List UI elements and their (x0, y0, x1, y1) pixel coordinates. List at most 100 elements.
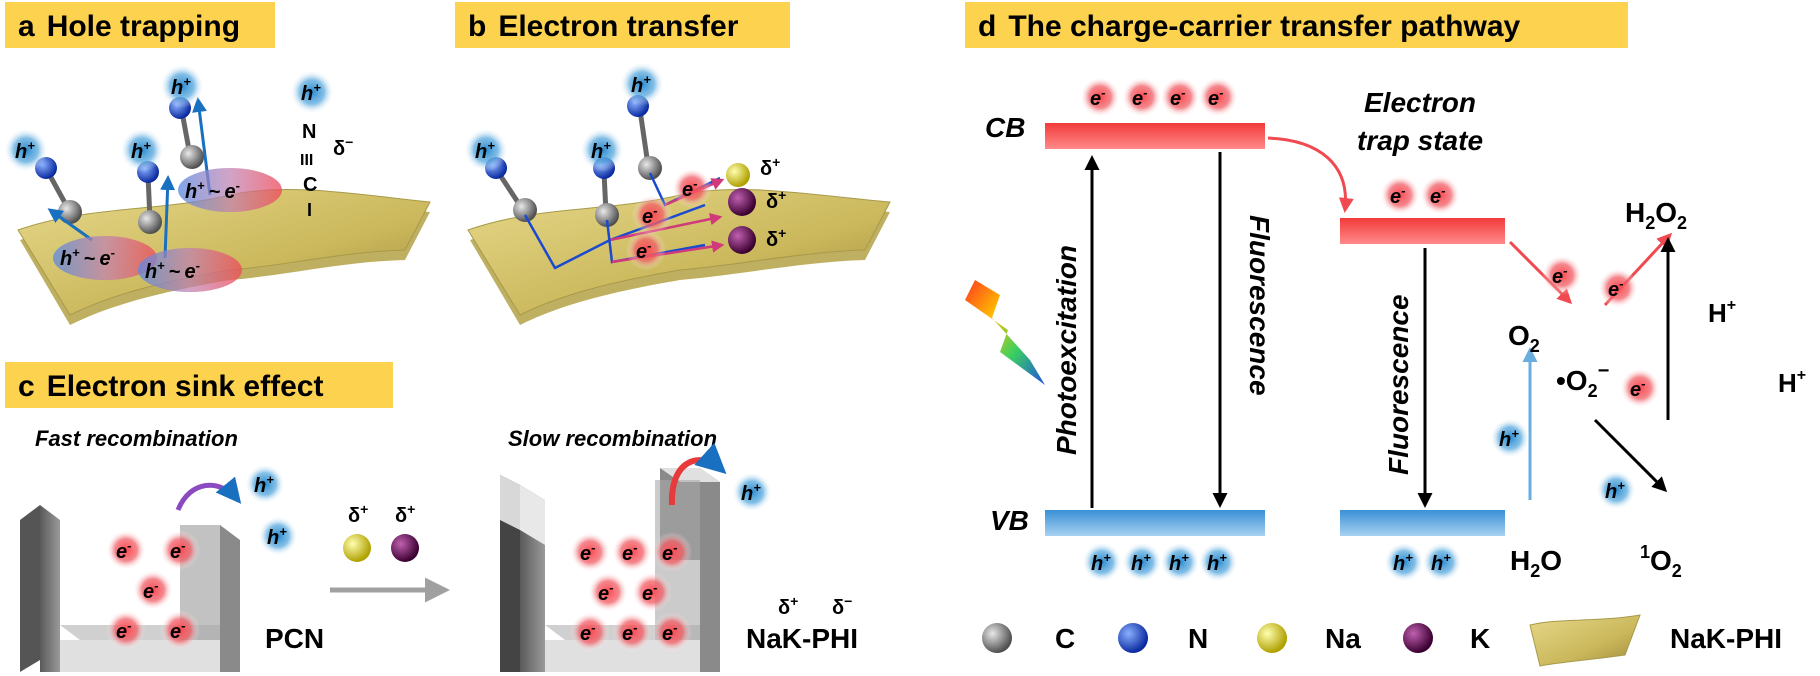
svg-text:δ+: δ+ (348, 501, 368, 527)
na-cation: δ+ (343, 501, 371, 562)
light-bolt-icon (965, 280, 1045, 385)
svg-text:δ−: δ− (832, 593, 852, 619)
svg-text:e-: e- (1608, 276, 1623, 301)
cb-label: CB (985, 112, 1025, 143)
electron: e- (1080, 77, 1120, 117)
svg-text:Na: Na (1325, 623, 1361, 654)
svg-text:h+: h+ (254, 472, 274, 497)
svg-text:e-: e- (622, 620, 637, 645)
svg-text:e-: e- (1430, 183, 1445, 208)
svg-text:h+: h+ (591, 138, 611, 163)
singlet-oxygen-label: 1O2 (1640, 542, 1682, 581)
svg-text:III: III (300, 152, 313, 169)
hole: h+ (580, 128, 624, 172)
svg-text:h+: h+ (15, 138, 35, 163)
electron: e- (672, 168, 712, 208)
h2o2-label: H2O2 (1625, 197, 1687, 233)
hole: h+ (4, 128, 48, 172)
hole: h+ (732, 472, 772, 512)
fluorescence-label: Fluorescence (1244, 215, 1275, 396)
electron: e- (626, 230, 666, 270)
trap-vb-band (1340, 510, 1505, 536)
legend-item-k: K (1403, 623, 1490, 654)
svg-text:h+: h+ (1499, 426, 1519, 451)
svg-text:δ−: δ− (333, 134, 353, 160)
photoexcitation-label: Photoexcitation (1051, 245, 1082, 455)
svg-text:C: C (1055, 623, 1075, 654)
svg-text:e-: e- (662, 540, 677, 565)
svg-text:h+: h+ (1393, 550, 1413, 575)
svg-text:h+: h+ (1131, 550, 1151, 575)
svg-text:h+: h+ (1605, 478, 1625, 503)
hole: h+ (1198, 542, 1238, 582)
svg-text:δ+: δ+ (760, 154, 780, 180)
svg-text:e-: e- (580, 620, 595, 645)
electron: e- (106, 530, 146, 570)
nakphi-label: δ+ δ− NaK-PHI (746, 593, 858, 654)
k-cation: δ+ (728, 187, 786, 216)
electron: e- (652, 612, 692, 652)
svg-text:e-: e- (580, 540, 595, 565)
svg-text:h+: h+ (1207, 550, 1227, 575)
cyano-group-label: N III C I δ− (300, 121, 353, 220)
cb-band (1045, 123, 1265, 149)
hole-transfer-arrow (160, 175, 176, 259)
hole: h+ (1160, 542, 1200, 582)
superoxide-label: •O2− (1556, 360, 1609, 401)
svg-text:h+: h+ (475, 138, 495, 163)
svg-text:NaK-PHI: NaK-PHI (746, 623, 858, 654)
exciton-pair: h+~e- (138, 248, 242, 292)
proton-label: H+ (1778, 367, 1806, 398)
svg-text:e-: e- (170, 538, 185, 563)
svg-text:e-: e- (636, 238, 651, 263)
trap-fluorescence-label: Fluorescence (1383, 294, 1414, 475)
svg-text:NaK-PHI: NaK-PHI (1670, 623, 1782, 654)
hole: h+ (1384, 542, 1424, 582)
electron: e- (612, 532, 652, 572)
fast-recombination-label: Fast recombination (35, 426, 238, 451)
hole: h+ (620, 62, 664, 106)
hole: h+ (464, 128, 508, 172)
electron: e- (652, 532, 692, 572)
svg-text:δ+: δ+ (395, 501, 415, 527)
hole: h+ (1490, 418, 1530, 458)
na-cation: δ+ (726, 154, 780, 187)
svg-text:e-: e- (622, 540, 637, 565)
electron: e- (1198, 77, 1238, 117)
svg-text:h+~e-: h+~e- (185, 178, 240, 203)
hole: h+ (1082, 542, 1122, 582)
trap-state-label-line1: Electron (1364, 87, 1476, 118)
svg-text:e-: e- (116, 618, 131, 643)
electron: e- (612, 612, 652, 652)
hole: h+ (120, 128, 164, 172)
trap-state-label-line2: trap state (1357, 125, 1483, 156)
trap-transfer-arrow (1267, 136, 1354, 213)
hole: h+ (245, 464, 285, 504)
hole: h+ (258, 516, 298, 556)
svg-text:e-: e- (1132, 85, 1147, 110)
svg-text:e-: e- (598, 580, 613, 605)
exciton-pair: h+~e- (178, 168, 282, 212)
svg-text:e-: e- (1170, 85, 1185, 110)
pcn-label: PCN (265, 623, 324, 654)
hole: h+ (160, 64, 204, 108)
legend-item-na: Na (1257, 623, 1361, 654)
electron: e- (1122, 77, 1162, 117)
svg-text:e-: e- (1208, 85, 1223, 110)
svg-text:h+: h+ (741, 480, 761, 505)
electron: e- (106, 610, 146, 650)
svg-text:h+: h+ (301, 80, 321, 105)
svg-text:e-: e- (642, 580, 657, 605)
svg-text:h+: h+ (171, 74, 191, 99)
legend-item-c: C (982, 623, 1075, 654)
svg-text:C: C (303, 174, 317, 196)
svg-text:h+: h+ (267, 524, 287, 549)
k-cation: δ+ (391, 501, 419, 562)
svg-text:δ+: δ+ (766, 225, 786, 251)
